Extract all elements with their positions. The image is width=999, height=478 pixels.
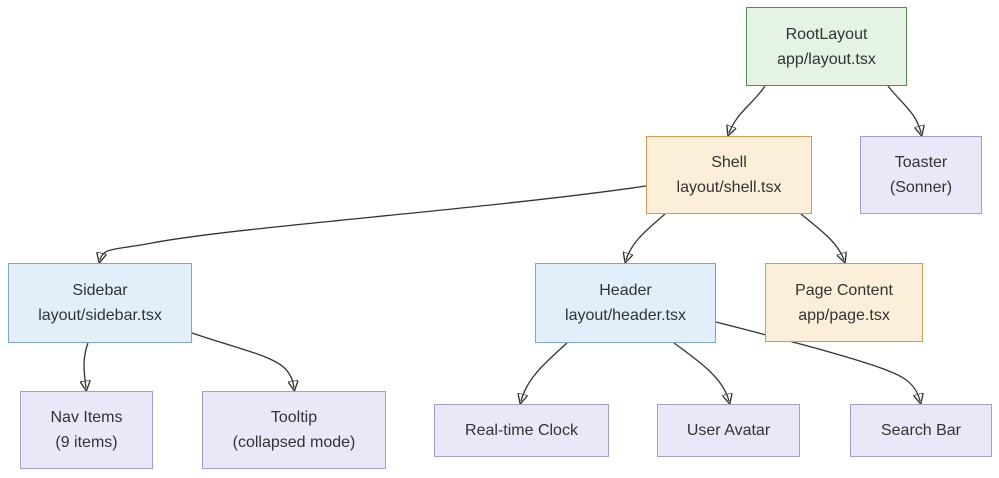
node-header-sublabel: layout/header.tsx <box>565 307 686 324</box>
edge-shell-pagecontent <box>800 213 844 260</box>
edge-rootlayout-shell <box>729 85 766 133</box>
node-tooltip-sublabel: (collapsed mode) <box>232 434 356 451</box>
node-shell: Shell layout/shell.tsx <box>646 136 812 214</box>
edge-rootlayout-toaster <box>887 85 921 133</box>
node-sidebar: Sidebar layout/sidebar.tsx <box>8 263 192 343</box>
node-header: Header layout/header.tsx <box>535 263 716 343</box>
node-nav-items-sublabel: (9 items) <box>55 434 118 451</box>
node-realtime-clock-label: Real-time Clock <box>465 422 578 439</box>
edge-header-searchbar <box>715 321 920 401</box>
node-rootlayout: RootLayout app/layout.tsx <box>746 7 907 86</box>
node-page-content-label: Page Content <box>795 281 893 299</box>
edge-sidebar-navitems <box>84 342 88 388</box>
node-tooltip-label: Tooltip <box>270 409 318 426</box>
node-user-avatar: User Avatar <box>657 404 800 457</box>
node-search-bar-label: Search Bar <box>880 422 962 439</box>
node-toaster: Toaster (Sonner) <box>860 136 982 214</box>
node-shell-label: Shell <box>711 154 747 171</box>
node-realtime-clock: Real-time Clock <box>434 404 609 457</box>
edge-header-clock <box>521 342 568 401</box>
node-search-bar: Search Bar <box>850 404 992 457</box>
edge-shell-sidebar <box>100 185 647 260</box>
edge-header-avatar <box>673 342 729 401</box>
node-page-content-sublabel: app/page.tsx <box>798 306 890 324</box>
node-sidebar-sublabel: layout/sidebar.tsx <box>38 307 162 324</box>
node-rootlayout-sublabel: app/layout.tsx <box>777 50 876 68</box>
edge-shell-header <box>626 213 666 260</box>
node-sidebar-label: Sidebar <box>72 282 128 299</box>
node-toaster-sublabel: (Sonner) <box>889 179 953 196</box>
node-nav-items: Nav Items (9 items) <box>20 391 153 469</box>
node-tooltip: Tooltip (collapsed mode) <box>202 391 386 469</box>
node-rootlayout-label: RootLayout <box>785 25 868 43</box>
edge-sidebar-tooltip <box>191 332 294 388</box>
node-toaster-label: Toaster <box>894 154 948 171</box>
node-shell-sublabel: layout/shell.tsx <box>676 179 782 196</box>
node-header-label: Header <box>599 282 652 299</box>
node-page-content: Page Content app/page.tsx <box>765 263 923 342</box>
node-user-avatar-label: User Avatar <box>686 422 771 439</box>
node-nav-items-label: Nav Items <box>50 409 123 426</box>
